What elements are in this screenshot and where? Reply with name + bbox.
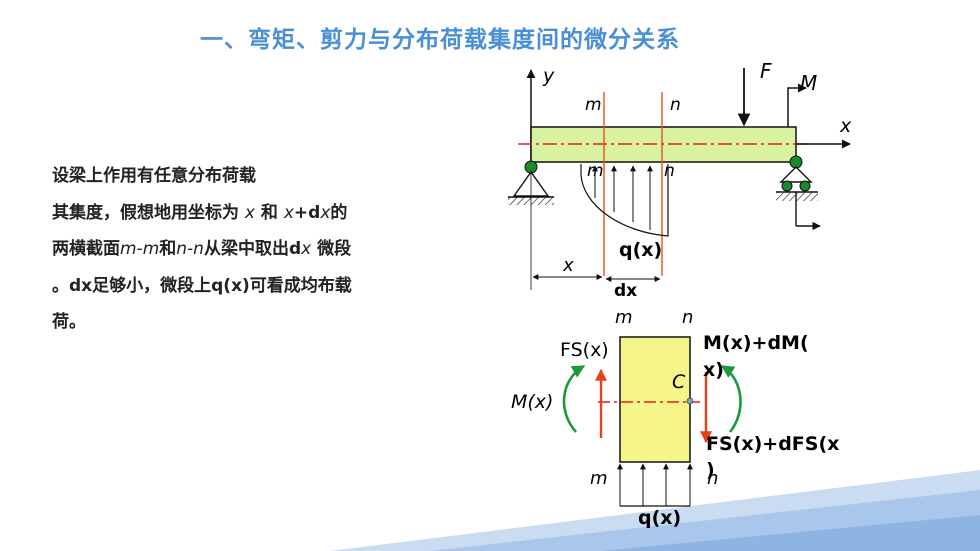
beam-element [619,336,691,463]
var-x: x [283,202,294,223]
para-text: 其集度，假想地用坐标为 [52,202,239,223]
x-axis-label: x [839,115,852,137]
dim-dx-label: dx [614,281,637,301]
element-figure: C m n m n FS(x) FS(x)+dFS(x ) M(x) M(x)+… [511,307,839,529]
force-F-label: F [760,59,772,83]
moment-M-arrow [787,83,807,127]
para-text: 的 [330,202,348,223]
var-nn: n-n [176,239,204,259]
element-m-top-label: m [615,307,633,328]
left-support-ground [508,197,554,205]
shear-right-label-cont: ) [706,459,715,481]
point-C-label: C [672,371,686,393]
dim-x-label: x [562,255,574,276]
right-support-roller [781,180,793,192]
para-line-4: 。dx足够小，微段上q(x)可看成均布载 [52,275,352,296]
right-support-ground [776,193,818,201]
bottom-decor-band [330,470,980,551]
shear-right-label: FS(x)+dFS(x [706,433,839,455]
moment-right-label-cont: x) [703,359,724,381]
section-n-bottom-label: n [664,161,675,181]
para-text: +d [293,202,321,223]
para-text: 和 [159,239,177,259]
element-n-bottom-label: n [707,468,718,489]
section-n-top-label: n [670,95,681,115]
right-support-pin [789,155,803,169]
moment-right-arc [720,364,742,433]
para-line-5: 荷。 [52,312,86,332]
distributed-load-outline [580,164,669,237]
para-line-2: 其集度，假想地用坐标为 x 和 x+dx的 [52,195,502,232]
right-support-roller [799,180,811,192]
element-load-q-label: q(x) [638,507,681,529]
element-m-bottom-label: m [590,468,608,489]
point-C [686,397,694,405]
var-x: x [244,202,255,223]
beam-figure: y x F M m n m n q(x) x dx [508,59,852,301]
shear-left-label: FS(x) [560,339,609,361]
para-text: 从梁中取出d [203,239,302,259]
var-x: x [320,202,331,223]
moment-left-label: M(x) [511,391,553,413]
load-q-label: q(x) [619,239,662,261]
slide-title: 一、弯矩、剪力与分布荷载集度间的微分关系 [200,27,680,53]
para-text: 和 [260,202,278,223]
var-mm: m-m [120,239,160,259]
para-text: 两横截面 [52,239,120,259]
section-m-top-label: m [585,95,602,115]
para-line-3: 两横截面m-m和n-n从梁中取出dx 微段 [52,231,502,268]
left-support-triangle [512,170,550,197]
element-n-top-label: n [682,307,693,328]
var-x: x [301,239,312,259]
description-paragraph: 设梁上作用有任意分布荷载 其集度，假想地用坐标为 x 和 x+dx的 两横截面m… [52,158,502,341]
moment-M-label: M [800,71,817,95]
para-text: 微段 [317,239,352,259]
para-line-1: 设梁上作用有任意分布荷载 [52,166,256,186]
right-support-triangle [779,166,813,183]
moment-right-label: M(x)+dM( [703,332,809,354]
y-axis-label: y [542,65,555,87]
moment-left-arc [562,364,586,433]
